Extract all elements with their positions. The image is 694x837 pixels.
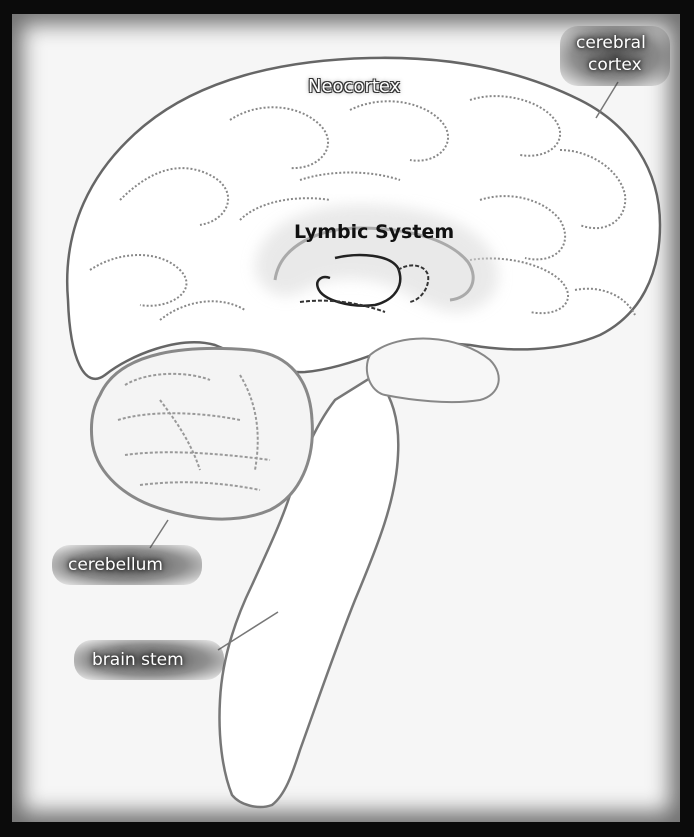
cerebellum-leader xyxy=(150,520,168,548)
cerebral-cortex-leader xyxy=(596,82,618,118)
brain-stem-label: brain stem xyxy=(92,651,184,670)
neocortex-label: Neocortex xyxy=(308,77,400,96)
cerebellum-label: cerebellum xyxy=(68,556,163,575)
limbic-system-label: Lymbic System xyxy=(294,223,454,242)
cerebral-cortex-label-line1: cerebral xyxy=(576,34,646,53)
cerebellum-shape xyxy=(91,348,312,519)
cerebral-cortex-label-line2: cortex xyxy=(588,56,642,75)
pons-shape xyxy=(367,339,499,403)
